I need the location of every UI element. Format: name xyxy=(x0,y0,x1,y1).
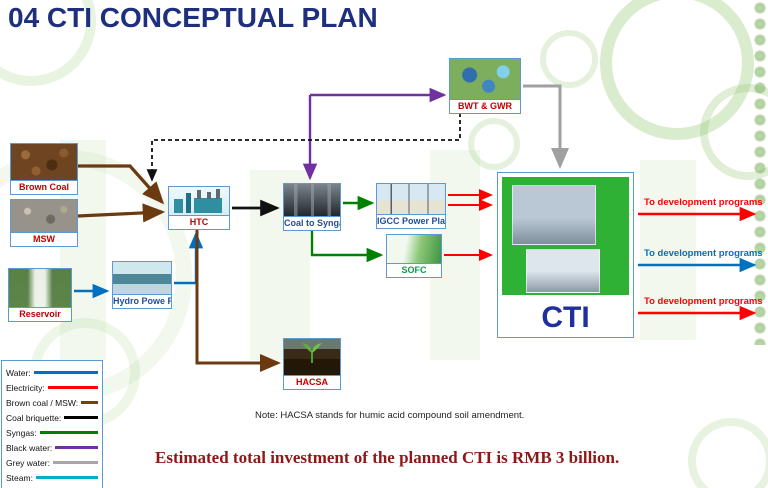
node-cti-complex: CTI xyxy=(497,172,634,338)
legend: Water: Electricity: Brown coal / MSW: Co… xyxy=(1,360,103,488)
flow-hydro-to-htc xyxy=(174,231,204,285)
flow-bwt-to-htc-dotted xyxy=(146,113,461,182)
igcc-power-plant-label: IGCC Power Plant xyxy=(377,214,445,228)
seedling-icon xyxy=(302,343,322,363)
node-reservoir: Reservoir xyxy=(8,268,72,322)
node-hacsa: HACSA xyxy=(283,338,341,390)
cti-panel xyxy=(502,177,629,295)
cti-photo-1 xyxy=(512,185,596,245)
legend-line-black-water xyxy=(55,446,98,449)
syngas-plant-image xyxy=(284,184,340,216)
legend-line-coal-briquette xyxy=(64,416,98,419)
legend-label-brown-coal: Brown coal / MSW: xyxy=(6,397,79,408)
legend-row-grey-water: Grey water: xyxy=(6,455,98,470)
node-brown-coal: Brown Coal xyxy=(10,143,78,195)
htc-image xyxy=(169,187,229,215)
legend-row-electricity: Electricity: xyxy=(6,380,98,395)
legend-line-water xyxy=(33,371,98,374)
flow-syngas-to-sofc xyxy=(310,231,384,263)
cti-label: CTI xyxy=(541,301,590,334)
msw-image xyxy=(11,200,77,232)
legend-row-coal-briquette: Coal briquette: xyxy=(6,410,98,425)
legend-row-water: Water: xyxy=(6,365,98,380)
legend-label-syngas: Syngas: xyxy=(6,427,37,438)
hacsa-image xyxy=(284,339,340,375)
node-hydro-power-plant: Hydro Powe Plant xyxy=(112,261,172,309)
investment-statement: Estimated total investment of the planne… xyxy=(155,448,620,467)
legend-label-coal-briquette: Coal briquette: xyxy=(6,412,62,423)
reservoir-label: Reservoir xyxy=(9,307,71,321)
node-msw: MSW xyxy=(10,199,78,247)
cti-photo-2 xyxy=(526,249,600,293)
legend-line-steam xyxy=(35,476,98,479)
legend-row-syngas: Syngas: xyxy=(6,425,98,440)
igcc-power-plant-image xyxy=(377,184,445,214)
flow-msw-to-htc xyxy=(77,203,166,223)
legend-line-syngas xyxy=(39,431,98,434)
syngas-plant-label: Coal to Syngas Plant xyxy=(284,216,340,230)
legend-label-steam: Steam: xyxy=(6,472,33,483)
sofc-image xyxy=(387,235,441,263)
msw-label: MSW xyxy=(11,232,77,246)
legend-row-steam: Steam: xyxy=(6,470,98,485)
hydro-power-plant-label: Hydro Powe Plant xyxy=(113,294,171,308)
legend-line-grey-water xyxy=(52,461,98,464)
legend-line-brown-coal xyxy=(81,401,98,404)
factory-icon xyxy=(174,189,222,213)
bwt-gwr-label: BWT & GWR xyxy=(450,99,520,113)
output-label-2: To development programs xyxy=(644,248,763,259)
legend-row-brown-coal: Brown coal / MSW: xyxy=(6,395,98,410)
hacsa-label: HACSA xyxy=(284,375,340,389)
flow-browncoal-to-htc xyxy=(78,164,165,205)
htc-label: HTC xyxy=(169,215,229,229)
legend-row-black-water: Black water: xyxy=(6,440,98,455)
hydro-power-plant-image xyxy=(113,262,171,294)
page-title: 04 CTI CONCEPTUAL PLAN xyxy=(8,2,378,33)
bwt-gwr-image xyxy=(450,59,520,99)
node-coal-to-syngas-plant: Coal to Syngas Plant xyxy=(283,183,341,231)
brown-coal-label: Brown Coal xyxy=(11,180,77,194)
node-bwt-gwr: BWT & GWR xyxy=(449,58,521,114)
node-igcc-power-plant: IGCC Power Plant xyxy=(376,183,446,229)
legend-line-electricity xyxy=(47,386,98,389)
output-label-1: To development programs xyxy=(644,197,763,208)
legend-label-electricity: Electricity: xyxy=(6,382,45,393)
reservoir-image xyxy=(9,269,71,307)
legend-label-grey-water: Grey water: xyxy=(6,457,50,468)
legend-label-water: Water: xyxy=(6,367,31,378)
output-label-3: To development programs xyxy=(644,296,763,307)
flow-bwt-to-cti-grey xyxy=(523,84,569,169)
brown-coal-image xyxy=(11,144,77,180)
legend-label-black-water: Black water: xyxy=(6,442,53,453)
node-sofc: SOFC xyxy=(386,234,442,278)
node-htc: HTC xyxy=(168,186,230,230)
hacsa-note: Note: HACSA stands for humic acid compou… xyxy=(255,410,525,421)
sofc-label: SOFC xyxy=(387,263,441,277)
flow-htc-to-hacsa xyxy=(195,230,281,372)
